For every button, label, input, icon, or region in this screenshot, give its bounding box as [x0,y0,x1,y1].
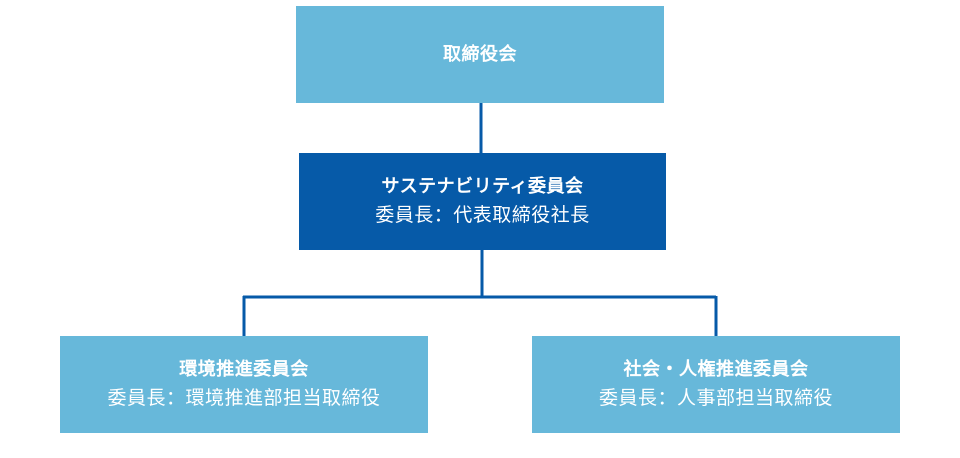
environment-committee-chair: 委員長：環境推進部担当取締役 [107,386,381,409]
environment-committee-title: 環境推進委員会 [179,358,309,380]
board-of-directors-box: 取締役会 [296,6,664,103]
social-hr-committee-chair: 委員長：人事部担当取締役 [598,386,833,409]
social-hr-committee-title: 社会・人権推進委員会 [623,358,809,380]
sustainability-committee-title: サステナビリティ委員会 [381,175,584,197]
board-of-directors-title: 取締役会 [443,43,517,65]
social-hr-committee-box: 社会・人権推進委員会 委員長：人事部担当取締役 [532,336,900,433]
sustainability-committee-chair: 委員長：代表取締役社長 [375,203,590,226]
sustainability-committee-box: サステナビリティ委員会 委員長：代表取締役社長 [299,153,666,250]
environment-committee-box: 環境推進委員会 委員長：環境推進部担当取締役 [60,336,428,433]
